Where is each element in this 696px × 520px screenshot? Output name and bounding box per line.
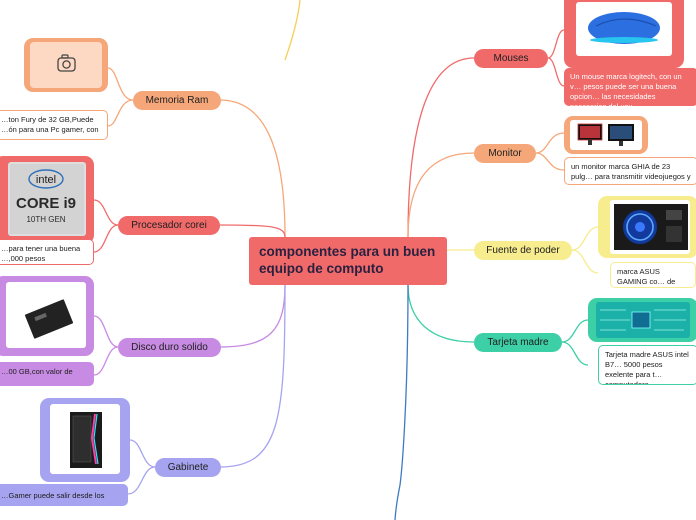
central-topic[interactable]: componentes para un buen equipo de compu… <box>249 237 447 285</box>
chip-model-text: CORE i9 <box>16 195 76 212</box>
topic-gabinete[interactable]: Gabinete <box>155 458 221 477</box>
topic-fuente[interactable]: Fuente de poder <box>474 241 572 260</box>
chip-brand-text: intel <box>36 174 56 186</box>
topic-monitor[interactable]: Monitor <box>474 144 536 163</box>
disco-note: …00 GB,con valor de <box>0 362 94 386</box>
topic-procesador[interactable]: Procesador corei <box>118 216 220 235</box>
pc-case-icon <box>70 412 102 468</box>
fuente-image-card[interactable] <box>598 196 696 258</box>
tarjeta-image-card[interactable] <box>588 298 696 342</box>
intel-chip-icon: intel CORE i9 10TH GEN <box>10 164 84 234</box>
memoria-note: …ton Fury de 32 GB,Puede …ón para una Pc… <box>0 110 108 140</box>
gabinete-image-card[interactable] <box>40 398 130 482</box>
power-supply-icon <box>614 204 688 250</box>
procesador-image-card[interactable]: intel CORE i9 10TH GEN <box>0 156 94 244</box>
monitors-icon <box>577 123 634 146</box>
ssd-icon <box>24 299 74 339</box>
topic-tarjeta-madre[interactable]: Tarjeta madre <box>474 333 562 352</box>
mouses-note: Un mouse marca logitech, con un v… pesos… <box>564 68 696 106</box>
fuente-note: marca ASUS GAMING co… de poder para tu p… <box>610 262 696 288</box>
tarjeta-note: Tarjeta madre ASUS intel B7… 5000 pesos … <box>598 345 696 385</box>
mouses-image-card[interactable] <box>564 0 684 68</box>
motherboard-icon <box>596 302 690 338</box>
topic-mouses[interactable]: Mouses <box>474 49 548 68</box>
monitor-note: un monitor marca GHIA de 23 pulg… para t… <box>564 157 696 185</box>
topic-disco[interactable]: Disco duro solido <box>118 338 221 357</box>
procesador-note: …para tener una buena …,000 pesos <box>0 239 94 265</box>
gabinete-note: …Gamer puede salir desde los 2000 <box>0 484 128 506</box>
disco-image-card[interactable] <box>0 276 94 356</box>
memoria-image-card[interactable] <box>24 38 108 92</box>
camera-icon <box>57 54 76 72</box>
monitor-image-card[interactable] <box>564 116 648 154</box>
chip-gen-text: 10TH GEN <box>26 215 65 224</box>
mouse-icon <box>588 12 660 44</box>
topic-memoria-ram[interactable]: Memoria Ram <box>133 91 221 110</box>
